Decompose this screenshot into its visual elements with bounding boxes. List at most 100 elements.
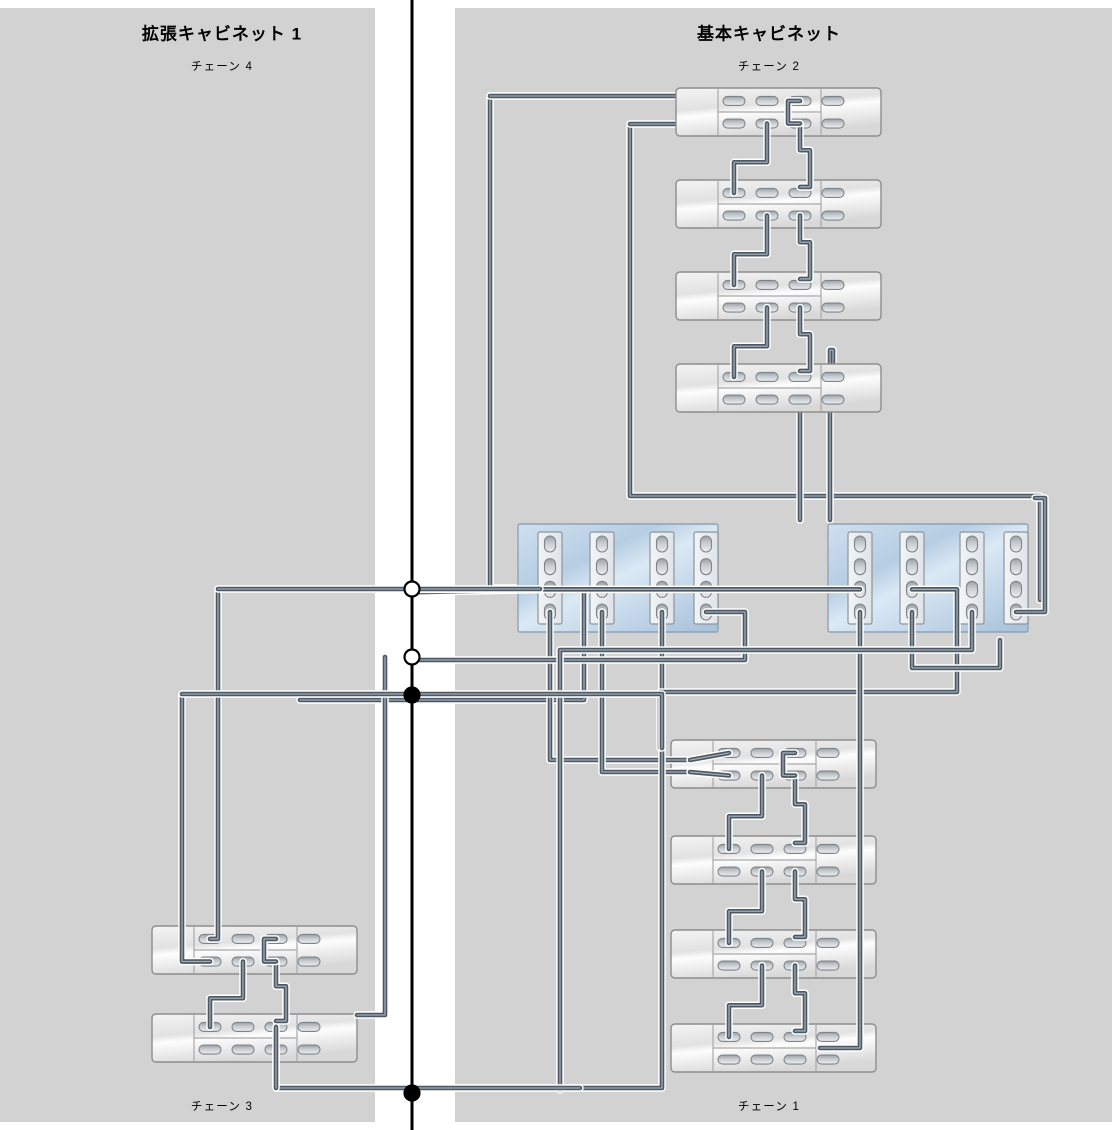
shelf-port[interactable] [816,747,840,759]
chain1-link-sheen [728,964,763,1038]
shelf-port[interactable] [816,843,840,855]
shelf-port[interactable] [717,1054,741,1065]
shelf-port[interactable] [722,118,746,129]
shelf-port[interactable] [816,1031,840,1043]
hba-port[interactable] [595,558,609,576]
cabinet-divider [403,0,421,1130]
shelf-port[interactable] [755,95,779,107]
shelf-port[interactable] [198,1044,222,1055]
chain2-link-b-sheen [799,306,811,372]
chain1-link-b-sheen [794,870,806,938]
chain1-link-b-sheen [794,774,806,844]
chain1-link-b-sheen [794,964,806,1032]
feed-exp1-a-sheen [209,588,219,940]
shelf5-internal-sheen [782,752,796,777]
shelf-port[interactable] [755,187,779,199]
exp1-internal-sheen [263,938,277,963]
shelf-port[interactable] [297,956,321,967]
hba-port[interactable] [853,558,867,576]
shelf-port[interactable] [231,1021,255,1033]
chain2-link-sheen [733,214,768,286]
hba-port[interactable] [965,535,979,553]
base-chain-bottom-label: チェーン 1 [737,1101,801,1113]
shelf-port[interactable] [816,770,840,781]
shelf-port[interactable] [816,960,840,971]
shelf-port[interactable] [231,933,255,945]
cable-bundle-top [178,97,1049,1094]
shelf-port[interactable] [750,937,774,949]
shelf-port[interactable] [821,118,845,129]
shelf-port[interactable] [750,747,774,759]
hba-slot[interactable] [693,531,719,625]
hba-port[interactable] [543,535,557,553]
shelf-port[interactable] [722,302,746,313]
cr-s1p3-sheen [911,611,1001,669]
base-shelf-3 [675,271,882,321]
shelf-port[interactable] [821,302,845,313]
shelf-port[interactable] [821,279,845,291]
base-shelf-2 [675,179,882,229]
shelf-port[interactable] [297,933,321,945]
shelf-port[interactable] [717,866,741,877]
chain1-link-sheen [728,870,763,944]
shelf-port[interactable] [750,1054,774,1065]
shelf-port[interactable] [816,1054,840,1065]
shelf-port[interactable] [717,960,741,971]
shelf-port[interactable] [821,394,845,405]
feed-shelf5-a-sheen [689,752,730,761]
shelf-port[interactable] [722,210,746,221]
shelf-port[interactable] [755,279,779,291]
hba-port[interactable] [905,535,919,553]
hba-port[interactable] [543,558,557,576]
shelf-port[interactable] [821,210,845,221]
hba-port[interactable] [965,580,979,598]
shelf-port[interactable] [722,394,746,405]
cross-b2-sheen [411,693,663,749]
hba-slot[interactable] [1003,531,1029,625]
chain3-link-b-sheen [275,960,287,1022]
junction-open-lower [403,648,421,666]
base-chain-top-label: チェーン 2 [737,61,801,73]
shelf-port[interactable] [821,371,845,383]
shelf-port[interactable] [816,937,840,949]
shelf-port[interactable] [816,866,840,877]
chain2-link-b-sheen [799,214,811,280]
junction-filled-mid [403,686,421,704]
hba-port[interactable] [965,558,979,576]
base-shelf-7 [670,929,877,979]
shelf-port[interactable] [755,371,779,383]
base-shelf-1 [675,87,882,137]
feed-exp2-sheen [356,656,386,1016]
shelf-port[interactable] [750,843,774,855]
hba-port[interactable] [1009,535,1023,553]
hba-port[interactable] [905,558,919,576]
chain1-link-sheen [728,774,763,850]
hba-port[interactable] [699,558,713,576]
feed-exp1-b-sheen [181,693,211,963]
shelf-port[interactable] [297,1044,321,1055]
shelf-port[interactable] [788,394,812,405]
hba-port[interactable] [699,535,713,553]
base-cabinet-title: 基本キャビネット [697,24,841,44]
hba-port[interactable] [595,535,609,553]
hba-port[interactable] [1009,580,1023,598]
controller-left [517,523,719,633]
controller-right [827,523,1029,633]
base-shelf-8 [670,1023,877,1073]
hba-port[interactable] [853,535,867,553]
shelf-port[interactable] [821,95,845,107]
shelf-port[interactable] [783,1054,807,1065]
shelf-port[interactable] [750,1031,774,1043]
junction-filled-bottom [403,1084,421,1102]
hba-port[interactable] [1009,558,1023,576]
shelf-port[interactable] [722,95,746,107]
hba-port[interactable] [655,535,669,553]
hba-port[interactable] [655,558,669,576]
shelf-port[interactable] [231,1044,255,1055]
shelf-port[interactable] [821,187,845,199]
shelf-port[interactable] [297,1021,321,1033]
base-shelf-5 [670,739,877,789]
shelf-port[interactable] [755,394,779,405]
cl-s3p3-sheen [411,611,746,661]
